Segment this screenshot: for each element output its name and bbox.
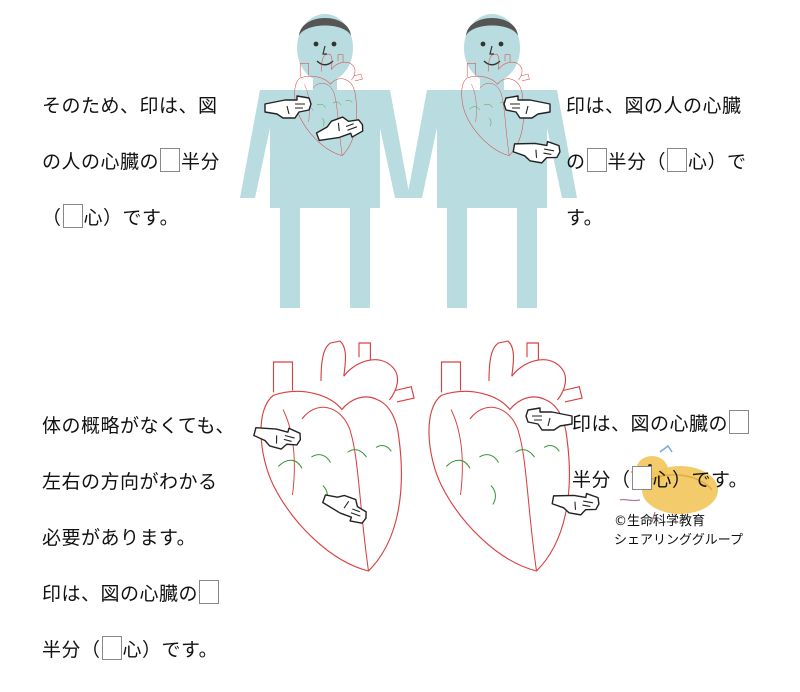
text-line: （心）です。 (42, 204, 220, 232)
text-line: 半分（心）です。 (572, 466, 750, 494)
answer-box[interactable] (101, 636, 122, 660)
answer-box[interactable] (586, 148, 607, 172)
instruction-text-top-left: そのため、印は、図 の人の心臓の半分 （心）です。 (42, 64, 220, 260)
instruction-text-bottom-left: 体の概略がなくても、 左右の方向がわかる 必要があります。 印は、図の心臓の 半… (42, 384, 235, 692)
text-line: の人の心臓の半分 (42, 148, 220, 176)
pointing-hand-icon (251, 419, 304, 454)
credit-line: シェアリンググループ (614, 533, 743, 548)
heart-diagram-left (251, 340, 415, 572)
text-line: 半分（心）です。 (42, 636, 235, 664)
text-line: 印は、図の心臓の (572, 410, 750, 438)
text-line: 体の概略がなくても、 (42, 415, 235, 437)
answer-box[interactable] (62, 204, 83, 228)
text-line: 左右の方向がわかる (42, 471, 218, 493)
illustration (239, 13, 718, 572)
answer-box[interactable] (631, 466, 652, 490)
person-figure-right (406, 13, 578, 309)
credit-line: ©生命科学教育 (614, 514, 706, 529)
text-line: 印は、図の心臓の (42, 580, 235, 608)
answer-box[interactable] (199, 580, 220, 604)
instruction-text-bottom-right: 印は、図の心臓の 半分（心）です。 (572, 382, 750, 522)
person-figure-left (239, 13, 411, 309)
answer-box[interactable] (729, 410, 750, 434)
text-line: そのため、印は、図 (42, 95, 218, 117)
instruction-text-top-right: 印は、図の人の心臓 の半分（心）で す。 (566, 64, 747, 260)
copyright-credit: ©生命科学教育 シェアリンググループ (614, 512, 743, 550)
text-line: 印は、図の人の心臓 (566, 95, 742, 117)
text-line: の半分（心）で (566, 148, 747, 176)
answer-box[interactable] (667, 148, 688, 172)
text-line: 必要があります。 (42, 527, 197, 549)
pointing-hand-icon (319, 488, 372, 527)
duck-icon (619, 444, 718, 525)
text-line: す。 (566, 207, 604, 229)
answer-box[interactable] (160, 148, 181, 172)
